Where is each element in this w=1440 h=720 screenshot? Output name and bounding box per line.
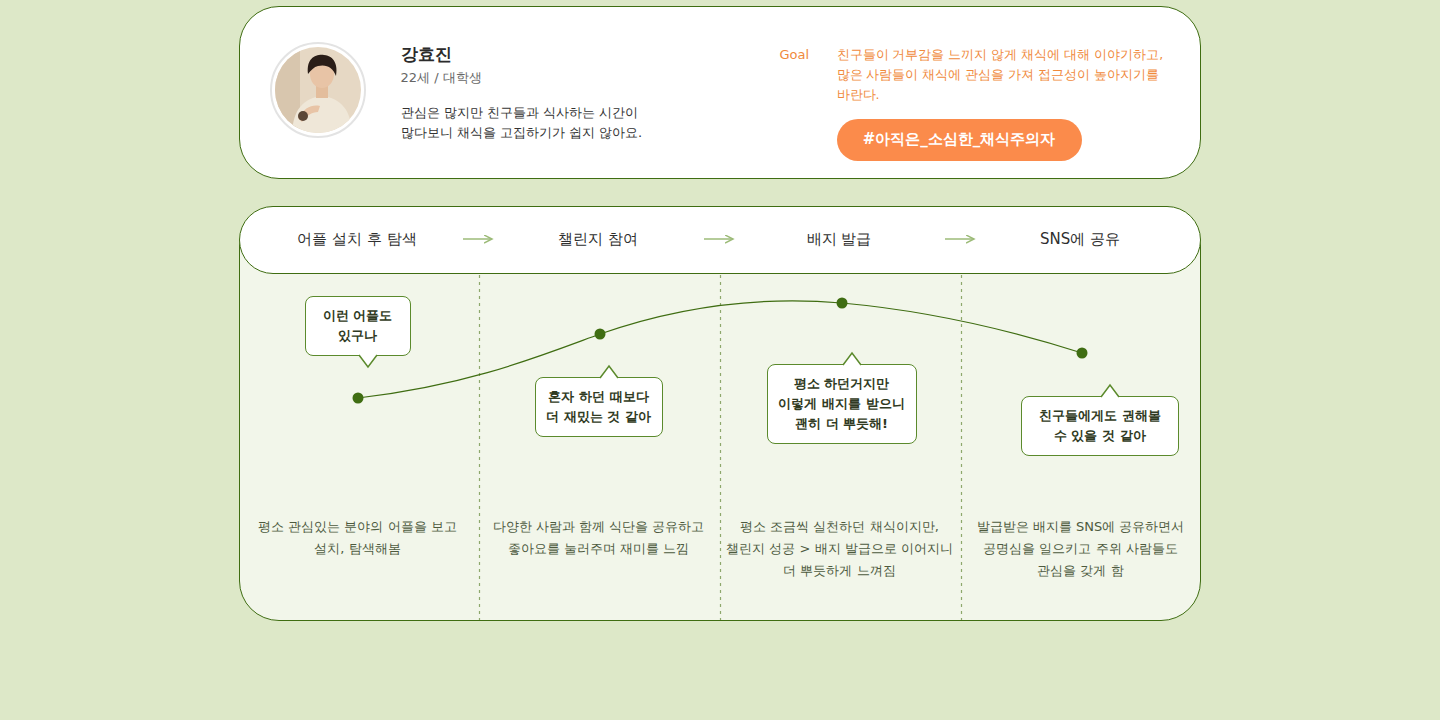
bubble-tail (358, 355, 378, 369)
journey-panel: 평소 관심있는 분야의 어플을 보고 설치, 탐색해봄 다양한 사람과 함께 식단… (239, 206, 1201, 621)
emotion-curve (358, 301, 1082, 398)
stage-description: 다양한 사람과 함께 식단을 공유하고 좋아요를 눌러주며 재미를 느낌 (485, 516, 713, 560)
bubble-tail (599, 364, 619, 378)
bubble-tail (842, 351, 862, 365)
stage-title: 배지 발급 (807, 230, 872, 249)
column-divider (480, 275, 962, 620)
stage-arrow (945, 238, 974, 240)
stage-header-band: 어플 설치 후 탐색 챌린지 참여 배지 발급 SNS에 공유 (239, 206, 1201, 274)
stage-arrow (463, 238, 492, 240)
curve-point (353, 298, 1088, 404)
stage-label-box: SNS에 공유 (975, 205, 1185, 273)
text-slot: 평소 관심있는 분야의 어플을 보고 설치, 탐색해봄 (244, 516, 472, 560)
text-slot: 강효진 (401, 42, 452, 66)
bubble-text: 친구들에게도 권해볼 수 있을 것 같아 (1032, 406, 1168, 446)
text-slot: 다양한 사람과 함께 식단을 공유하고 좋아요를 눌러주며 재미를 느낌 (485, 516, 713, 560)
hashtag-pill: #아직은_소심한_채식주의자 (837, 119, 1082, 161)
bubble-text: 혼자 하던 때보다 더 재밌는 것 같아 (546, 387, 652, 427)
stage-description: 발급받은 배지를 SNS에 공유하면서 공명심을 일으키고 주위 사람들도 관심… (967, 516, 1195, 582)
bubble-text: 이런 어플도 있구나 (316, 306, 400, 346)
goal-heading: Goal (780, 46, 810, 64)
persona-description: 관심은 많지만 친구들과 식사하는 시간이 많다보니 채식을 고집하기가 쉽지 … (401, 103, 691, 143)
speech-bubble: 친구들에게도 권해볼 수 있을 것 같아 (1021, 396, 1179, 456)
stage-title: 어플 설치 후 탐색 (297, 230, 416, 249)
hashtag-text: #아직은_소심한_채식주의자 (863, 130, 1056, 149)
profile-card: 강효진 22세 / 대학생관심은 많지만 친구들과 식사하는 시간이 많다보니 채… (239, 6, 1201, 179)
stage-label-box: 배지 발급 (734, 205, 944, 273)
text-slot: Goal (780, 46, 810, 64)
bubble-text: 평소 하던거지만 이렇게 배지를 받으니 괜히 더 뿌듯해! (778, 374, 906, 434)
stage-description: 평소 관심있는 분야의 어플을 보고 설치, 탐색해봄 (244, 516, 472, 560)
persona-name: 강효진 (401, 42, 452, 66)
stage-label-box: 어플 설치 후 탐색 (252, 205, 462, 273)
text-slot: 평소 조금씩 실천하던 채식이지만, 챌린지 성공 > 배지 발급으로 이어지니… (726, 516, 954, 582)
persona-meta: 22세 / 대학생 (401, 69, 482, 87)
stage-title: 챌린지 참여 (558, 230, 638, 249)
text-slot: 발급받은 배지를 SNS에 공유하면서 공명심을 일으키고 주위 사람들도 관심… (967, 516, 1195, 582)
text-slot: 22세 / 대학생 (401, 69, 482, 87)
text-slot: 친구들이 거부감을 느끼지 않게 채식에 대해 이야기하고, 많은 사람들이 채… (837, 45, 1182, 105)
bubble-tail (1100, 383, 1120, 397)
stage-description: 평소 조금씩 실천하던 채식이지만, 챌린지 성공 > 배지 발급으로 이어지니… (726, 516, 954, 582)
stage-title: SNS에 공유 (1040, 230, 1120, 249)
stage-label-box: 챌린지 참여 (493, 205, 703, 273)
speech-bubble: 평소 하던거지만 이렇게 배지를 받으니 괜히 더 뿌듯해! (767, 364, 917, 444)
speech-bubble: 혼자 하던 때보다 더 재밌는 것 같아 (535, 377, 663, 437)
speech-bubble: 이런 어플도 있구나 (305, 296, 411, 356)
text-slot: 관심은 많지만 친구들과 식사하는 시간이 많다보니 채식을 고집하기가 쉽지 … (401, 103, 691, 143)
goal-text: 친구들이 거부감을 느끼지 않게 채식에 대해 이야기하고, 많은 사람들이 채… (837, 45, 1182, 105)
stage-arrow (704, 238, 733, 240)
avatar (270, 43, 366, 137)
